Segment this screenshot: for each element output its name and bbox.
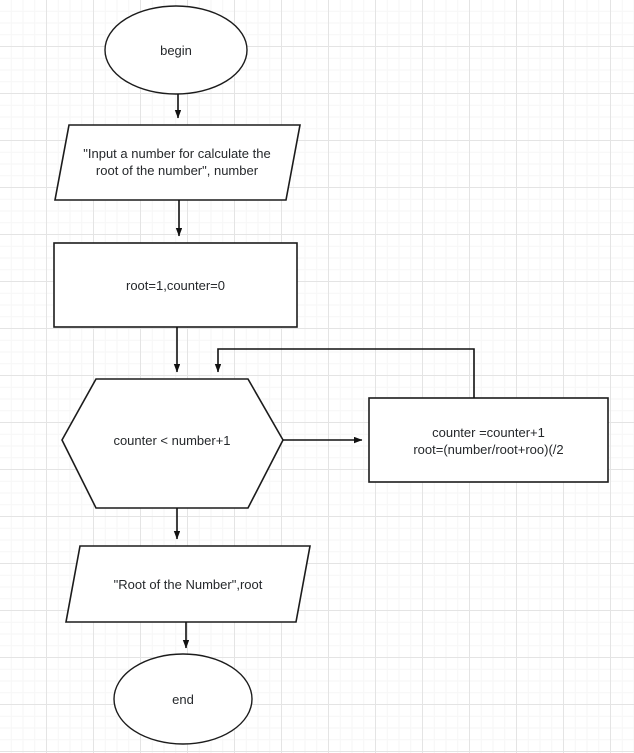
node-condition-shape[interactable]	[61, 378, 284, 509]
node-begin-shape[interactable]	[104, 5, 248, 95]
edge-loop-body-back-to-condition	[214, 348, 475, 398]
node-input-shape[interactable]	[54, 124, 301, 201]
node-end-shape[interactable]	[113, 653, 253, 745]
node-init-shape[interactable]	[53, 242, 298, 328]
node-loop-body-shape[interactable]	[368, 397, 609, 483]
node-output-shape[interactable]	[65, 545, 311, 623]
